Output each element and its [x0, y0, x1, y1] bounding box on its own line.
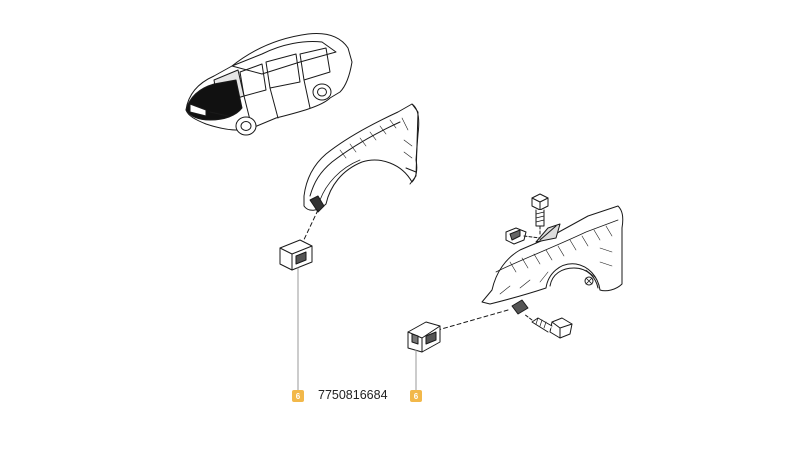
callout-badge-2[interactable]: 6 — [410, 390, 422, 402]
screw-lower — [531, 317, 573, 339]
callout-badge-1[interactable]: 6 — [292, 390, 304, 402]
fender-illustration-upper — [303, 103, 420, 213]
clip-nut — [505, 227, 527, 245]
assembly-dashed-line-nut — [523, 235, 541, 239]
part-number-label: 7750816684 — [318, 388, 388, 402]
bolt-upper — [531, 193, 549, 227]
assembly-dashed-line-lower — [437, 309, 509, 331]
fender-illustration-lower — [481, 205, 624, 315]
bracket-clip-upper — [279, 239, 313, 271]
bracket-clip-lower — [407, 321, 441, 353]
assembly-dashed-line-screw — [523, 313, 533, 321]
car-overview-illustration — [185, 33, 353, 136]
